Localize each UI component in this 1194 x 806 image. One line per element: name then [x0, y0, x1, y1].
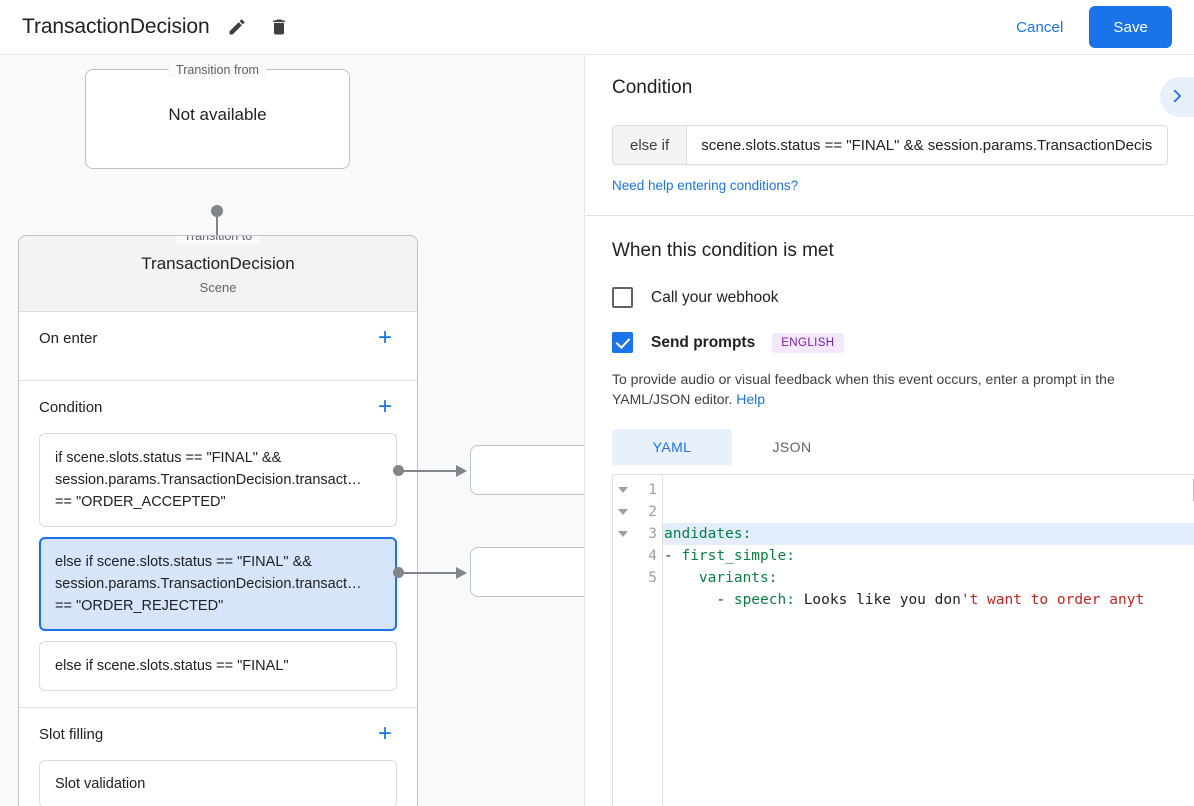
section-slot-filling: Slot filling + Slot validation: [19, 708, 417, 806]
code-line-3[interactable]: variants:: [663, 567, 1194, 589]
code-token: [664, 570, 699, 586]
edge-source-dot: [393, 465, 404, 476]
edge-target-box[interactable]: [470, 547, 584, 597]
cancel-button[interactable]: Cancel: [1002, 10, 1077, 45]
save-button[interactable]: Save: [1089, 6, 1172, 48]
transition-from-value: Not available: [168, 105, 267, 124]
add-on-enter-button[interactable]: +: [373, 326, 397, 350]
code-token: Looks like you don: [794, 592, 961, 608]
code-line-5[interactable]: [663, 611, 1194, 633]
line-number: 5: [648, 570, 657, 586]
line-number: 3: [648, 526, 657, 542]
gutter-line-4: 4: [613, 545, 662, 567]
delete-button[interactable]: [264, 12, 294, 42]
send-prompts-checkbox-row[interactable]: Send prompts ENGLISH: [612, 332, 1168, 353]
line-number: 2: [648, 504, 657, 520]
section-header: Condition +: [39, 381, 397, 433]
slot-validation-item[interactable]: Slot validation: [39, 760, 397, 806]
transition-from-legend: Transition from: [168, 62, 267, 78]
edge-line: [398, 469, 456, 472]
language-badge: ENGLISH: [772, 332, 844, 353]
section-header: Slot filling +: [39, 708, 397, 760]
pencil-icon: [227, 17, 247, 37]
when-met-heading: When this condition is met: [612, 240, 834, 261]
transition-from-box[interactable]: Transition from Not available: [85, 62, 350, 169]
code-token: first_simple: [681, 548, 787, 564]
add-condition-button[interactable]: +: [373, 395, 397, 419]
code-token: :: [742, 526, 752, 542]
line-number: 4: [648, 548, 657, 564]
fold-triangle-icon[interactable]: [618, 487, 628, 493]
gutter-line-1: 1: [613, 479, 662, 501]
trash-icon: [269, 17, 289, 37]
section-header: On enter +: [39, 312, 397, 364]
edit-name-button[interactable]: [222, 12, 252, 42]
top-app-bar: TransactionDecision Cancel Save: [0, 0, 1194, 55]
editor-gutter: 1 2 3 4 5: [613, 475, 663, 806]
section-on-enter: On enter +: [19, 312, 417, 381]
expand-panel-button[interactable]: [1160, 77, 1194, 117]
call-webhook-checkbox[interactable]: [612, 287, 633, 308]
edge-line: [398, 571, 456, 574]
transition-to-legend: Transition to: [175, 236, 261, 244]
section-title-on-enter: On enter: [39, 329, 98, 347]
code-line-4[interactable]: - speech: Looks like you don't want to o…: [663, 589, 1194, 611]
webhook-checkbox-row[interactable]: Call your webhook: [612, 287, 1168, 308]
tab-yaml[interactable]: YAML: [612, 429, 732, 465]
section-condition: Condition + if scene.slots.status == "FI…: [19, 381, 417, 708]
code-token: -: [664, 548, 682, 564]
code-line-1[interactable]: andidates:: [663, 523, 1194, 545]
code-token: variants: [698, 570, 769, 586]
gutter-line-3: 3: [613, 523, 662, 545]
fold-triangle-icon[interactable]: [618, 531, 628, 537]
section-title-condition: Condition: [39, 398, 103, 416]
line-number: 1: [648, 482, 657, 498]
when-condition-met-section: When this condition is met Call your web…: [586, 216, 1194, 465]
condition-list-item-selected[interactable]: else if scene.slots.status == "FINAL" &&…: [39, 537, 397, 631]
transition-to-card[interactable]: Transition to TransactionDecision Scene …: [18, 235, 418, 806]
gutter-line-2: 2: [613, 501, 662, 523]
page-title: TransactionDecision: [22, 15, 210, 38]
scene-card-header: TransactionDecision Scene: [19, 236, 417, 312]
send-prompts-checkbox[interactable]: [612, 332, 633, 353]
condition-list-item[interactable]: if scene.slots.status == "FINAL" && sess…: [39, 433, 397, 527]
code-token: 't want to order anyt: [960, 592, 1145, 608]
scene-title: TransactionDecision: [141, 254, 295, 273]
edge-arrowhead: [456, 566, 467, 579]
condition-heading: Condition: [612, 77, 693, 98]
send-prompts-label: Send prompts: [651, 333, 756, 351]
code-token: :: [768, 570, 778, 586]
scene-graph-canvas[interactable]: Transition from Not available Transition…: [0, 55, 585, 806]
edge-target-box[interactable]: [470, 445, 584, 495]
condition-expression-input[interactable]: [687, 126, 1167, 164]
section-title-slot-filling: Slot filling: [39, 725, 104, 743]
chevron-right-icon: [1168, 87, 1186, 108]
add-slot-filling-button[interactable]: +: [373, 722, 397, 746]
code-token: -: [664, 592, 734, 608]
fold-triangle-icon[interactable]: [618, 509, 628, 515]
edge-source-dot: [393, 567, 404, 578]
code-token: andidates: [664, 526, 743, 542]
condition-section: Condition else if Need help entering con…: [586, 55, 1194, 216]
code-token: :: [786, 548, 795, 564]
tab-json[interactable]: JSON: [732, 429, 852, 465]
condition-help-link[interactable]: Need help entering conditions?: [612, 178, 799, 193]
prompt-help-text: To provide audio or visual feedback when…: [612, 369, 1168, 409]
condition-list-item[interactable]: else if scene.slots.status == "FINAL": [39, 641, 397, 691]
scene-subtitle: Scene: [199, 280, 237, 295]
editor-code-area[interactable]: andidates:- first_simple: variants: - sp…: [663, 475, 1194, 806]
gutter-line-5: 5: [613, 567, 662, 589]
code-token: speech: [733, 592, 787, 608]
prompt-help-sentence: To provide audio or visual feedback when…: [612, 371, 1115, 407]
call-webhook-label: Call your webhook: [651, 288, 779, 306]
prompt-help-link[interactable]: Help: [736, 391, 766, 407]
code-line-2[interactable]: - first_simple:: [663, 545, 1194, 567]
edge-arrowhead: [456, 464, 467, 477]
code-token: :: [786, 592, 795, 608]
condition-prefix-label: else if: [613, 126, 688, 164]
editor-format-tabs: YAML JSON: [612, 429, 1168, 465]
condition-input-row[interactable]: else if: [612, 125, 1168, 165]
